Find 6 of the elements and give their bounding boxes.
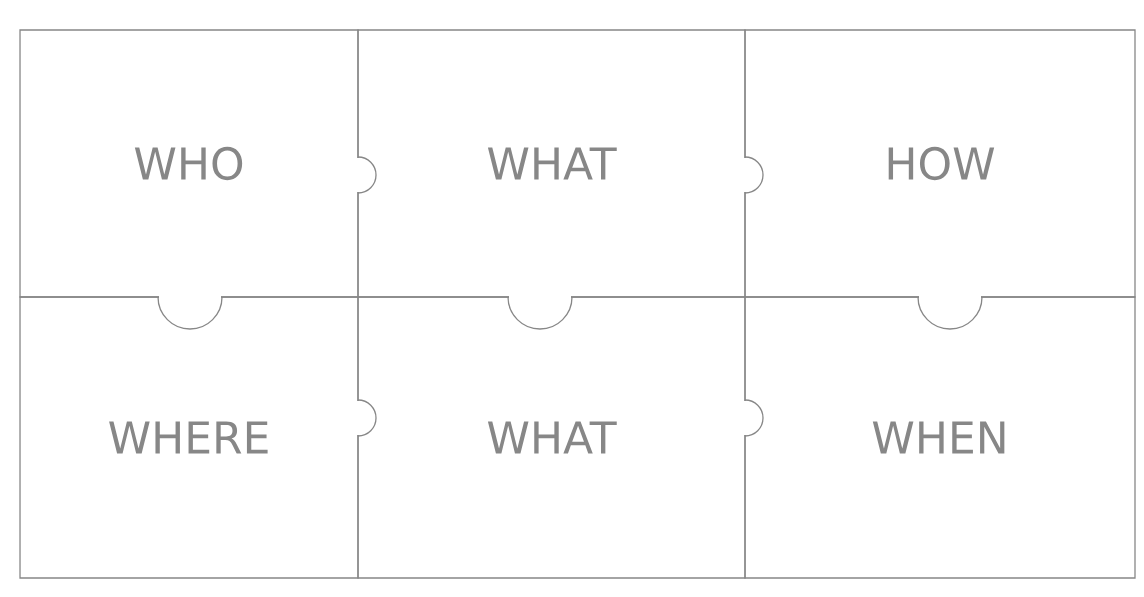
puzzle-piece: WHERE [19, 296, 359, 579]
puzzle-piece: HOW [744, 29, 1136, 298]
puzzle-piece: WHO [19, 29, 359, 298]
puzzle-piece: WHAT [357, 296, 746, 579]
puzzle-piece: WHEN [744, 296, 1136, 579]
puzzle-piece: WHAT [357, 29, 746, 298]
